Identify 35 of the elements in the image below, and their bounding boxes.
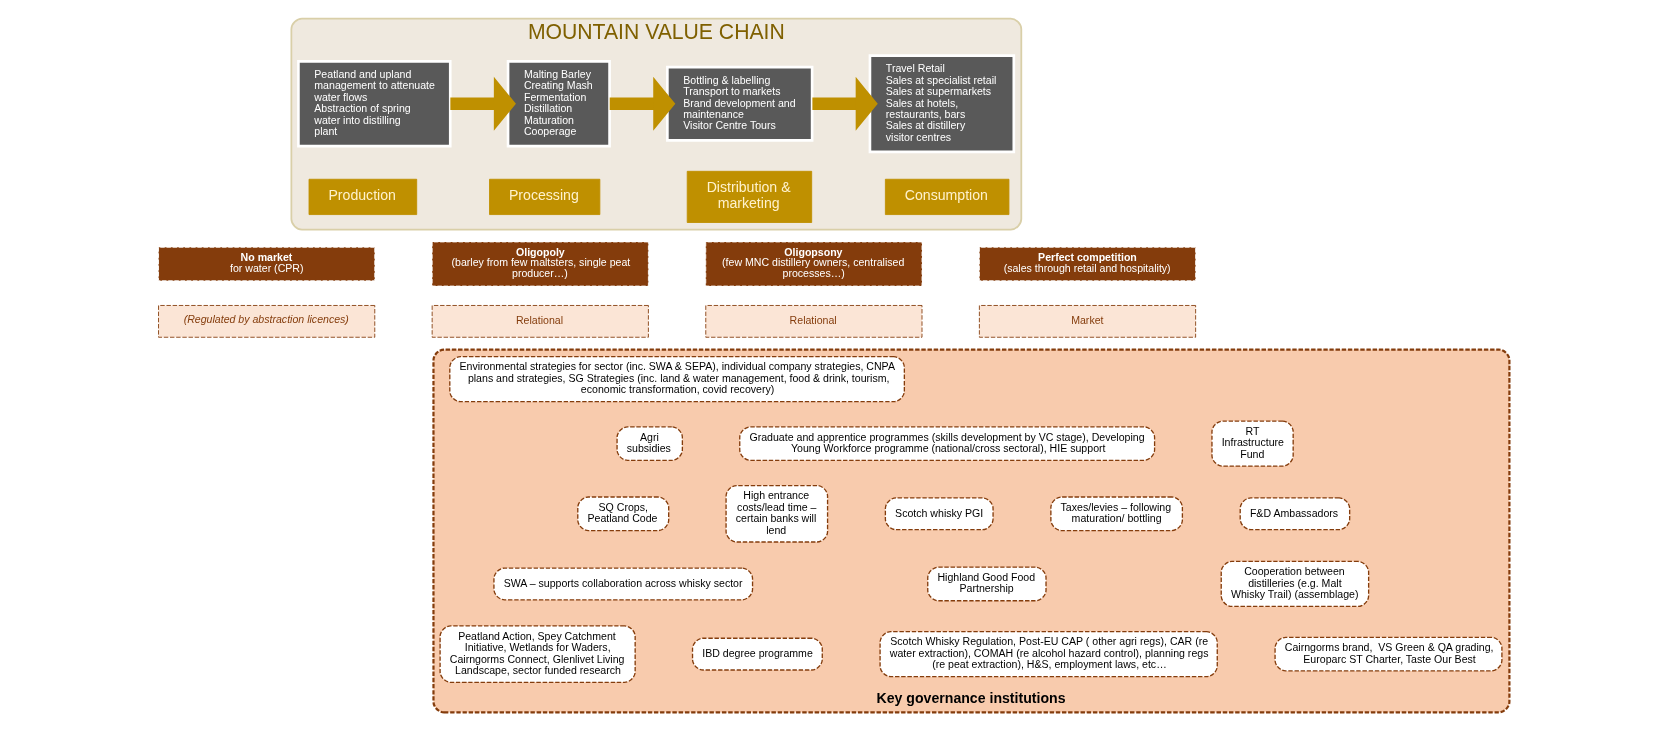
- arrow: [449, 76, 516, 131]
- node-box: Oligopoly (barley from few maltsters, single peat producer…): [431, 241, 649, 287]
- node-box: Travel Retail Sales at specialist retail Sales at supermarkets Sales at hotels, restaurants, bars Sales at distillery visitor centres: [868, 54, 1015, 154]
- node-box: Highland Good Food Partnership: [926, 566, 1047, 602]
- arrow: [609, 76, 675, 131]
- node-box: Agri subsidies: [615, 426, 683, 462]
- node-box: Oligopsony (few MNC distillery owners, centralised processes…): [704, 241, 922, 287]
- node-box: Consumption: [884, 178, 1009, 215]
- node-box: Scotch Whisky Regulation, Post-EU CAP ( other agri regs), CAR (re water extraction), COMAH (re alcohol hazard control), planning regs (re peat extraction), H&S, employment laws, etc…: [878, 630, 1218, 678]
- node-box: Market: [978, 305, 1196, 338]
- node-box: High entrance costs/lead time – certain banks will lend: [724, 484, 828, 543]
- arrow: [811, 76, 878, 131]
- node-box: Graduate and apprentice programmes (skills development by VC stage), Developing Young Workforce programme (national/cross sectoral), HIE support: [738, 426, 1155, 462]
- node-box: Taxes/levies – following maturation/ bottling: [1049, 496, 1183, 532]
- node-box: Environmental strategies for sector (inc. SWA & SEPA), individual company strategies, CNPA plans and strategies, SG Strategies (inc. land & water management, food & drink, tourism, economic transformation, covid recovery): [448, 356, 905, 403]
- node-box: Processing: [488, 178, 600, 215]
- node-box: Production: [308, 178, 417, 215]
- node-box: Bottling & labelling Transport to markets Brand development and maintenance Visitor Centre Tours: [665, 65, 813, 142]
- node-box: IBD degree programme: [691, 637, 823, 671]
- node-box: Cooperation between distilleries (e.g. Malt Whisky Trail) (assemblage): [1220, 560, 1369, 608]
- node-box: Perfect competition (sales through retail and hospitality): [978, 246, 1196, 282]
- node-box: Relational: [704, 305, 922, 338]
- node-box: F&D Ambassadors: [1239, 497, 1350, 531]
- node-box: Scotch whisky PGI: [884, 497, 994, 531]
- node-box: Malting Barley Creating Mash Fermentation Distillation Maturation Cooperage: [506, 60, 611, 148]
- node-box: SWA – supports collaboration across whisky sector: [492, 567, 753, 601]
- node-box: Peatland and upland management to attenuate water flows Abstraction of spring water into distilling plant: [296, 60, 452, 148]
- node-box: RT Infrastructure Fund: [1210, 420, 1294, 467]
- node-box: SQ Crops, Peatland Code: [576, 496, 669, 532]
- node-box: Relational: [431, 305, 649, 338]
- node-box: Peatland Action, Spey Catchment Initiative, Wetlands for Waders, Cairngorms Connect, Glenlivet Living Landscape, sector funded research: [438, 625, 636, 684]
- node-box: No market for water (CPR): [157, 246, 375, 282]
- node-box: (Regulated by abstraction licences): [157, 305, 375, 338]
- node-box: Cairngorms brand, VS Green & QA grading, Europarc ST Charter, Taste Our Best: [1273, 636, 1503, 672]
- node-box: Distribution & marketing: [686, 170, 812, 223]
